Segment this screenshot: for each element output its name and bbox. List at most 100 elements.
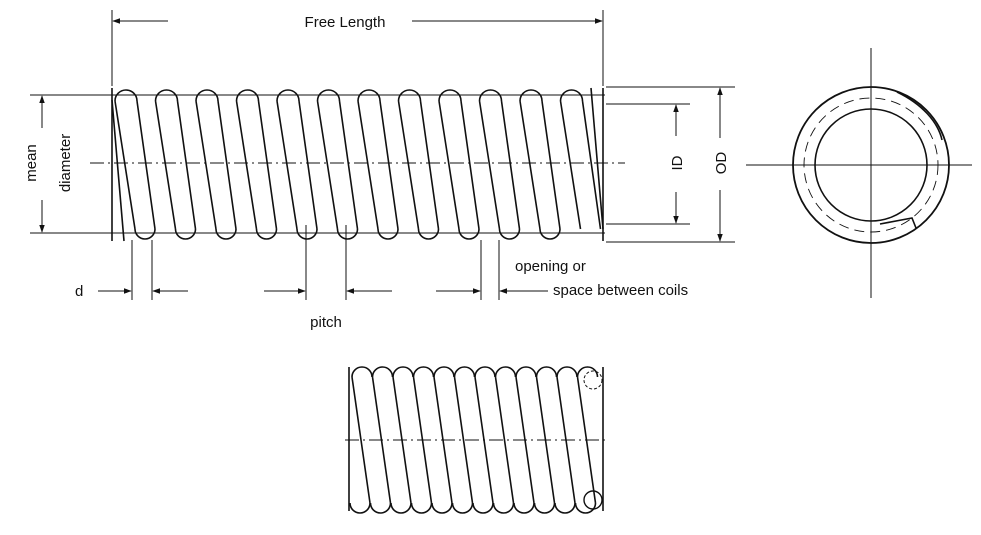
coil-back-strand xyxy=(217,100,237,230)
left-end-coil xyxy=(111,99,125,242)
coil-back-strand xyxy=(338,100,359,230)
mean-diameter-dimension: mean diameter xyxy=(23,95,74,233)
inner-diameter-dimension: ID xyxy=(606,103,690,225)
opening-label-line1: opening or xyxy=(515,258,586,275)
coil-back-strand xyxy=(257,100,278,230)
compression-spring-side-view xyxy=(30,87,625,242)
coil-back-strand xyxy=(581,100,602,230)
solid-coil-bottom-loop xyxy=(431,502,453,514)
coil-front-strand xyxy=(397,100,420,230)
coil-back-strand xyxy=(176,100,197,230)
solid-coil-top-loop xyxy=(453,366,476,378)
solid-coil-bottom-loop xyxy=(349,502,371,514)
solid-coil-strand xyxy=(371,376,392,504)
solid-coil-strand xyxy=(412,376,433,504)
coil-top-loop xyxy=(438,89,462,102)
coil-bottom-loop xyxy=(417,228,440,240)
coil-bottom-loop xyxy=(134,228,156,240)
coil-top-loop xyxy=(478,89,503,102)
end-view-mean-circle xyxy=(803,97,939,233)
coil-front-strand xyxy=(478,100,501,230)
coil-bottom-loop xyxy=(498,228,521,240)
solid-spring-coils xyxy=(349,366,603,514)
end-view-outer-circle xyxy=(792,86,950,244)
solid-coil-strand xyxy=(392,376,412,504)
spring-end-view xyxy=(746,48,972,298)
solid-coil-bottom-loop xyxy=(410,502,433,514)
end-view-inner-circle xyxy=(814,108,928,222)
coil-bottom-loop xyxy=(377,228,399,240)
solid-coil-bottom-loop xyxy=(533,502,556,514)
coil-back-strand xyxy=(460,100,480,230)
coil-top-loop xyxy=(397,89,422,102)
solid-coil-strand xyxy=(351,376,371,504)
coil-bottom-loop xyxy=(255,228,278,240)
solid-coil-top-loop xyxy=(474,366,496,378)
coil-top-loop xyxy=(235,89,260,102)
coil-front-strand xyxy=(195,100,217,230)
coil-back-strand xyxy=(541,100,561,230)
spring-coils xyxy=(114,89,602,240)
solid-coil-strand xyxy=(474,376,494,504)
solid-coil-strand xyxy=(576,376,597,504)
diameter-label: diameter xyxy=(57,134,74,192)
solid-coil-bottom-loop xyxy=(390,502,412,514)
pitch-label: pitch xyxy=(310,314,342,331)
coil-front-strand xyxy=(559,100,582,230)
coil-top-loop xyxy=(195,89,219,102)
solid-coil-top-loop xyxy=(515,366,537,378)
coil-top-loop xyxy=(276,89,300,102)
coil-front-strand xyxy=(438,100,460,230)
solid-coil-strand xyxy=(556,376,576,504)
coil-bottom-loop xyxy=(336,228,359,240)
solid-coil-bottom-loop xyxy=(554,502,576,514)
coil-front-strand xyxy=(276,100,298,230)
solid-coil-top-loop xyxy=(433,366,455,378)
solid-end-wire-bottom xyxy=(583,490,603,510)
end-view-wire-end-bottom xyxy=(879,217,917,229)
solid-coil-bottom-loop xyxy=(492,502,515,514)
outer-diameter-dimension: OD xyxy=(606,86,735,243)
id-label: ID xyxy=(669,155,686,170)
solid-coil-top-loop xyxy=(351,366,373,378)
solid-coil-strand xyxy=(433,376,453,504)
solid-coil-bottom-loop xyxy=(472,502,494,514)
solid-end-wire-top xyxy=(583,370,603,390)
solid-coil-top-loop xyxy=(556,366,578,378)
solid-coil-strand xyxy=(494,376,515,504)
solid-spring-view xyxy=(345,366,606,514)
solid-coil-top-loop xyxy=(392,366,414,378)
solid-coil-strand xyxy=(535,376,556,504)
coil-bottom-loop xyxy=(458,228,480,240)
free-length-label: Free Length xyxy=(305,14,386,31)
solid-coil-top-loop xyxy=(535,366,558,378)
coil-back-strand xyxy=(379,100,399,230)
coil-bottom-loop xyxy=(215,228,237,240)
solid-coil-bottom-loop xyxy=(574,502,597,514)
wire-and-pitch-dimensions: d pitch opening or space between coils xyxy=(75,225,688,331)
coil-front-strand xyxy=(316,100,339,230)
right-end-coil xyxy=(590,87,604,230)
coil-top-loop xyxy=(519,89,543,102)
coil-front-strand xyxy=(114,100,136,230)
coil-top-loop xyxy=(154,89,179,102)
coil-top-loop xyxy=(316,89,341,102)
coil-top-loop xyxy=(357,89,381,102)
solid-coil-strand xyxy=(453,376,474,504)
coil-top-loop xyxy=(114,89,138,102)
solid-coil-strand xyxy=(515,376,535,504)
end-view-wire-end-top xyxy=(896,91,943,141)
coil-back-strand xyxy=(136,100,156,230)
coil-back-strand xyxy=(298,100,318,230)
solid-coil-top-loop xyxy=(412,366,435,378)
mean-label: mean xyxy=(23,144,40,182)
coil-front-strand xyxy=(519,100,541,230)
coil-front-strand xyxy=(154,100,177,230)
coil-bottom-loop xyxy=(174,228,197,240)
free-length-dimension: Free Length xyxy=(111,10,604,86)
solid-coil-top-loop xyxy=(576,366,599,378)
coil-front-strand xyxy=(357,100,379,230)
coil-back-strand xyxy=(419,100,440,230)
